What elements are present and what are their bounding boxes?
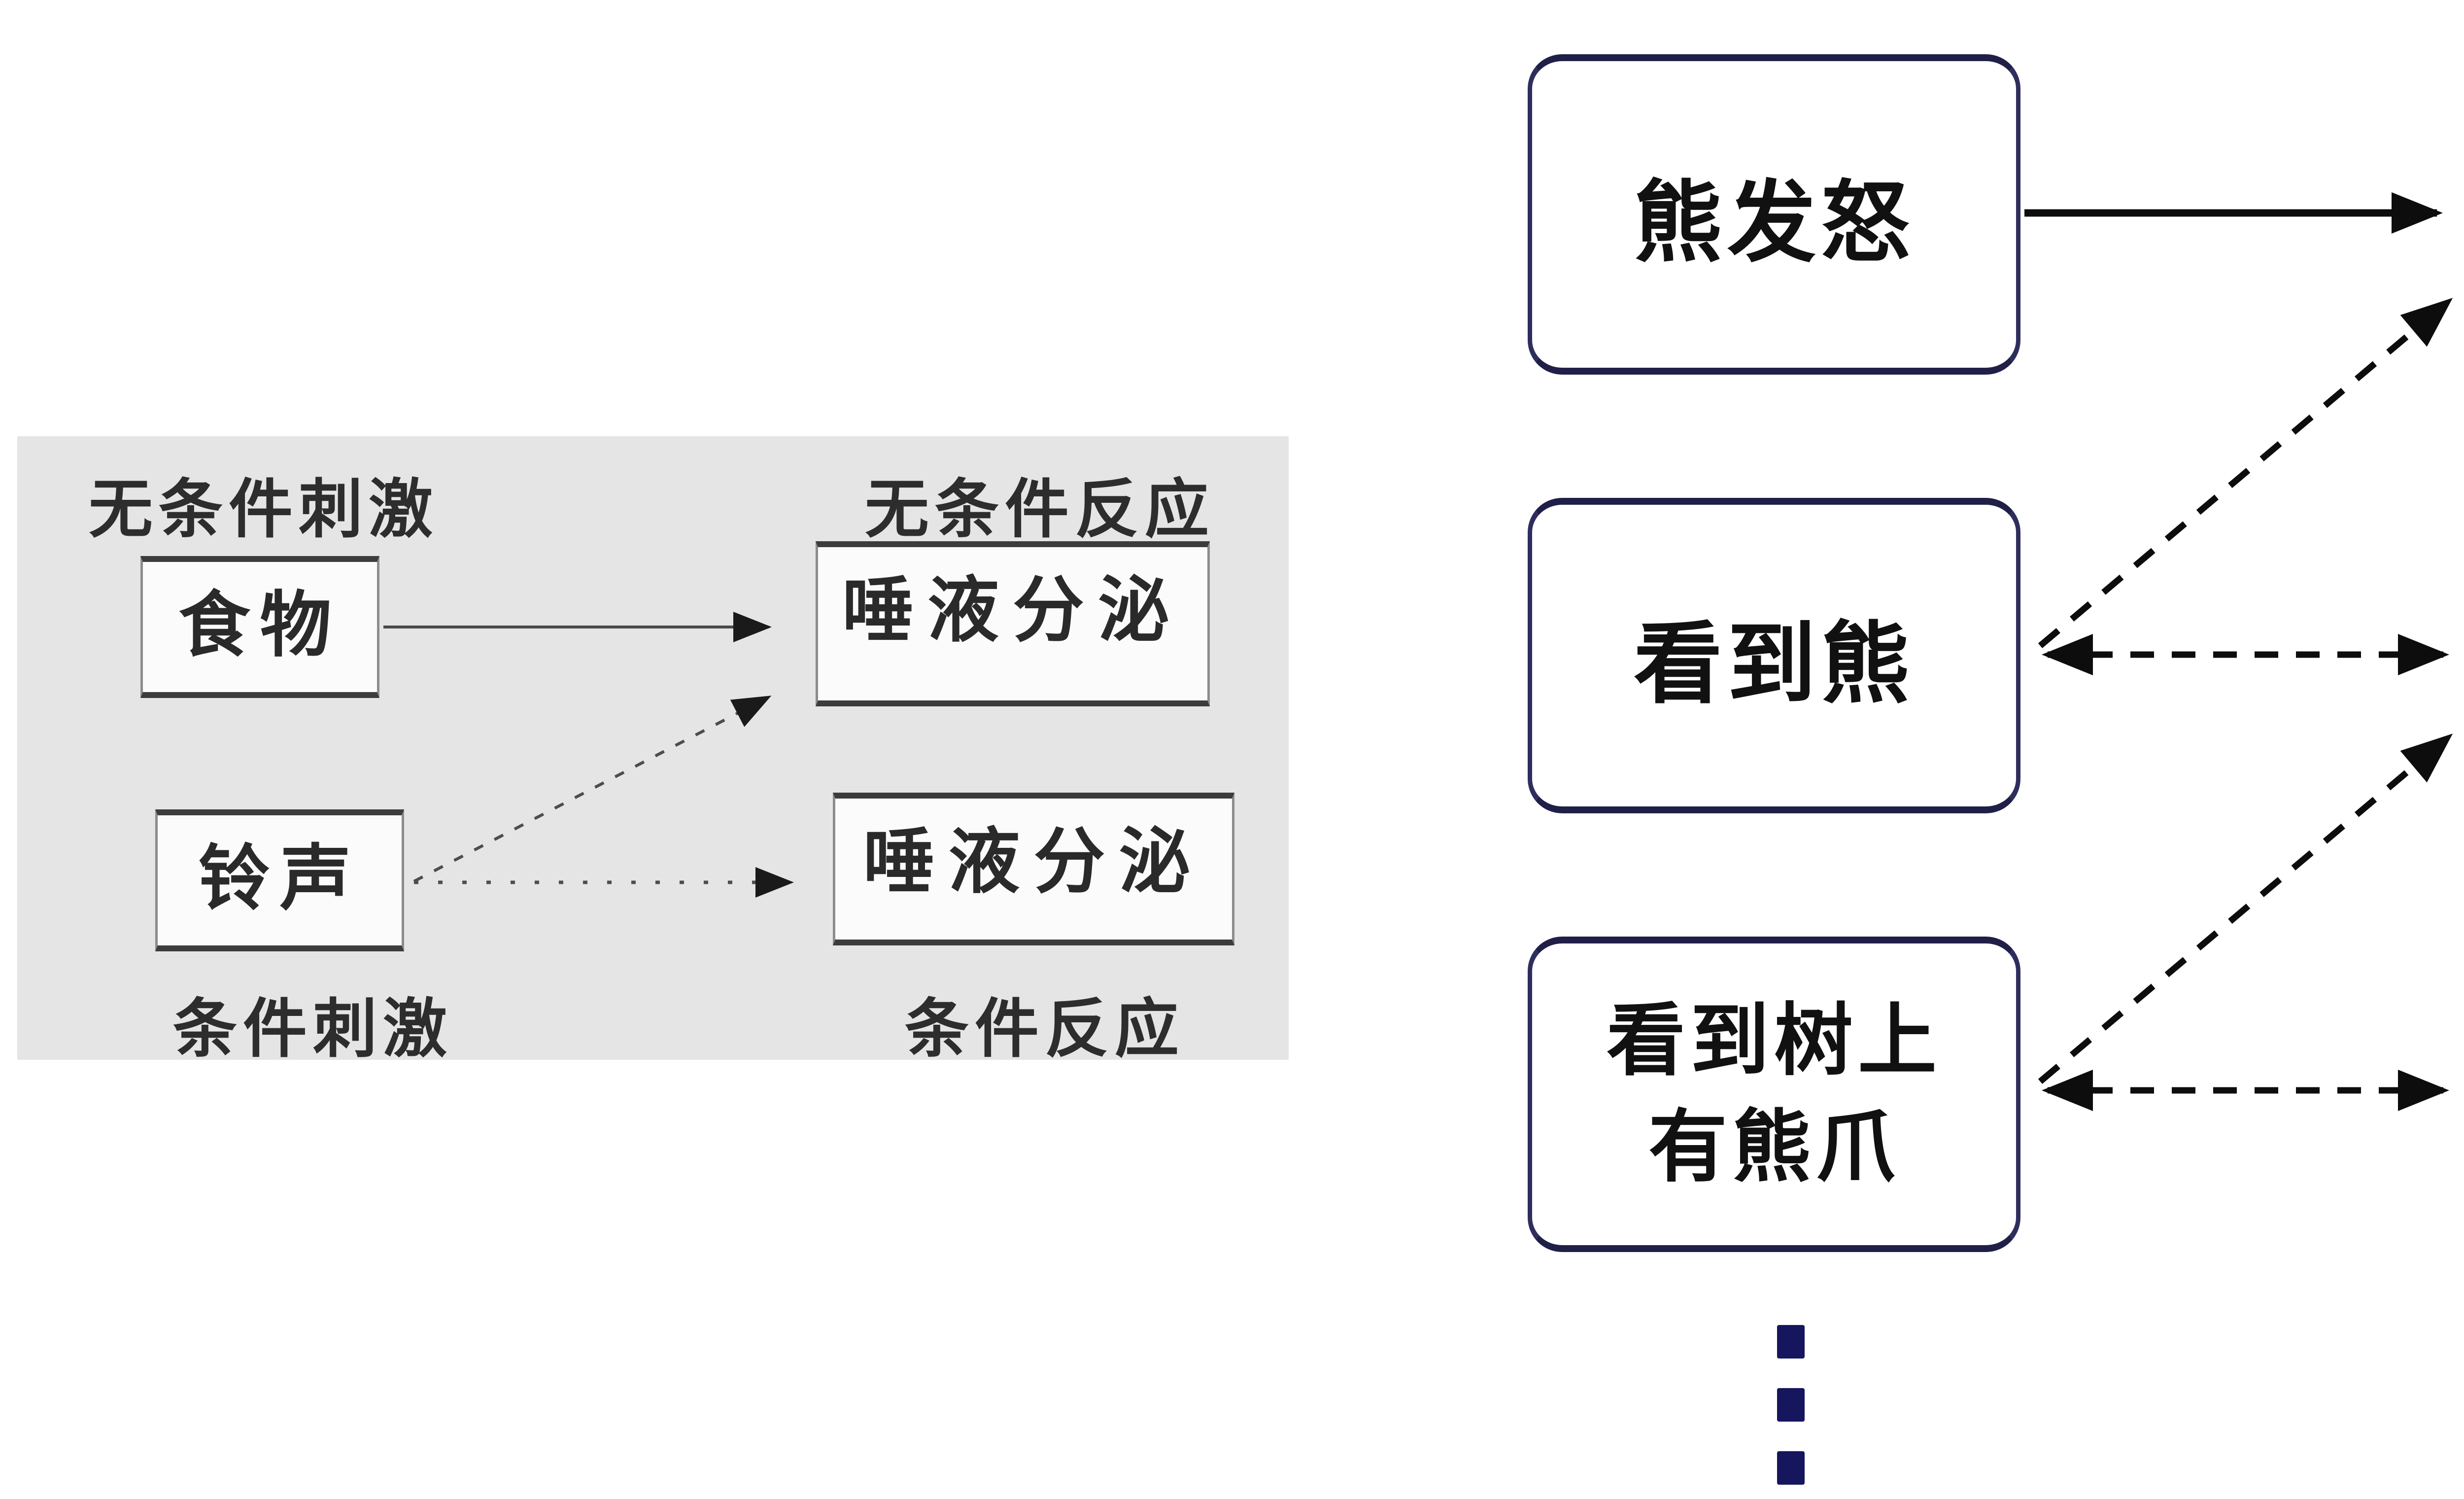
state-box-see-claws-line2: 有熊爪 [1648,1104,1900,1191]
salivation-top-box: 唾液分泌 [816,541,1210,706]
state-box-see-bear-label: 看到熊 [1633,615,1915,714]
state-box-see-claws: 看到树上 有熊爪 [1528,937,2020,1252]
state-box-see-bear: 看到熊 [1528,498,2020,813]
arrow-see-claws-to-v-s-prime-diagonal-dashed [2038,733,2453,1084]
pavlov-panel-background [17,436,1289,1060]
vertical-ellipsis-left-icon [1777,1325,1805,1485]
arrow-see-bear-to-reward-diagonal-dashed [2038,298,2453,648]
label-unconditioned-stimulus: 无条件刺激 [88,473,439,545]
state-box-see-claws-line1: 看到树上 [1606,997,1942,1085]
state-box-see-claws-label: 看到树上 有熊爪 [1607,988,1942,1201]
label-conditioned-response: 条件反应 [904,993,1185,1065]
label-conditioned-stimulus: 条件刺激 [172,993,453,1065]
state-box-bear-angry-label: 熊发怒 [1633,174,1915,273]
label-unconditioned-response: 无条件反应 [864,473,1215,545]
arrow-bell-to-salivation-top-dashed [413,696,772,883]
salivation-bottom-box: 唾液分泌 [833,793,1234,945]
state-box-bear-angry: 熊发怒 [1528,54,2020,375]
food-box: 食物 [140,556,379,698]
bell-box: 铃声 [155,809,404,951]
